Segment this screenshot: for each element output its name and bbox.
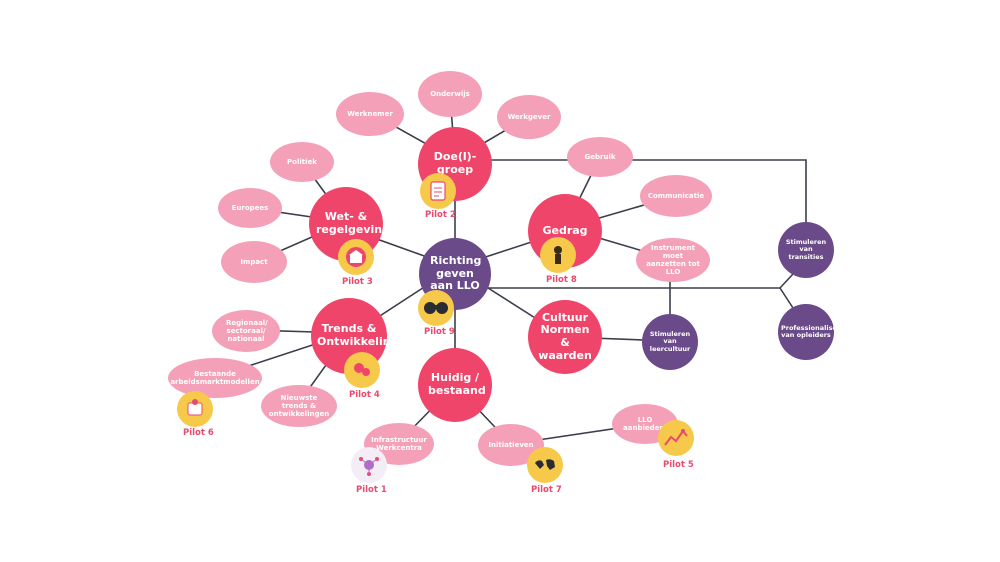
hub-trends-label: Trends & Ontwikkeling	[317, 322, 399, 348]
node-professionaliseren-label: Professionaliseren van opleiders	[781, 323, 850, 339]
leaf-europees-label: Europees	[231, 203, 269, 212]
hub-doelgroep-label: Doe(l)-groep	[433, 150, 477, 176]
hub-huidig: Huidig / bestaand	[418, 348, 492, 422]
leaf-onderwijs: Onderwijs	[418, 71, 482, 117]
node-transities-label: Stimuleren van transities	[785, 237, 827, 261]
pilot-3-label: Pilot 3	[342, 277, 373, 287]
leaf-nieuwste: Nieuwste trends & ontwikkelingen	[261, 385, 337, 427]
node-professionaliseren: Professionaliseren van opleiders	[778, 304, 850, 360]
hub-gedrag-label: Gedrag	[542, 223, 588, 237]
pilot-5-label: Pilot 5	[663, 460, 694, 470]
pilot-3-icon	[338, 239, 374, 275]
pilot-2-icon	[420, 173, 456, 209]
pilot-9-label: Pilot 9	[424, 327, 455, 337]
leaf-gebruik: Gebruik	[567, 137, 633, 177]
leaf-impact: Impact	[221, 241, 287, 283]
leaf-impact-label: Impact	[240, 257, 268, 266]
leaf-nieuwste-label: Nieuwste trends & ontwikkelingen	[268, 393, 330, 419]
pilot-6-label: Pilot 6	[183, 428, 214, 438]
leaf-onderwijs-label: Onderwijs	[430, 89, 470, 98]
node-transities: Stimuleren van transities	[778, 222, 834, 278]
pilot-8-label: Pilot 8	[546, 275, 577, 285]
leaf-initiatieven-label: Initiatieven	[488, 440, 534, 449]
pilot-1-label: Pilot 1	[356, 485, 387, 495]
leaf-werkgever-label: Werkgever	[507, 112, 551, 121]
leaf-politiek-label: Politiek	[287, 157, 317, 166]
pilot-2-label: Pilot 2	[425, 210, 456, 220]
pilot-7-icon	[527, 447, 563, 483]
leaf-bestaande-label: Bestaande arbeidsmarktmodellen	[170, 369, 260, 386]
line-doelgroep-transities	[455, 159, 807, 245]
leaf-werkgever: Werkgever	[497, 95, 561, 139]
pilot-5-icon	[658, 420, 694, 456]
hub-huidig-label: Huidig / bestaand	[428, 371, 486, 397]
pilot-4-label: Pilot 4	[349, 390, 380, 400]
leaf-communicatie: Communicatie	[640, 175, 712, 217]
hub-cultuur: Cultuur Normen & waarden	[528, 300, 602, 374]
pilot-8-icon	[540, 237, 576, 273]
pilot-1-icon	[351, 447, 387, 483]
leaf-instrument-label: Instrument moet aanzetten tot LLO	[646, 243, 700, 277]
leaf-werknemer-label: Werknemer	[347, 109, 393, 118]
leaf-europees: Europees	[218, 188, 282, 228]
leaf-bestaande: Bestaande arbeidsmarktmodellen	[168, 358, 262, 398]
leaf-infrastructuur: Infrastructuur Werkcentra	[364, 423, 434, 465]
hub-wet-label: Wet- & regelgeving	[316, 210, 390, 236]
node-leercultuur: Stimuleren van leercultuur	[642, 314, 698, 370]
leaf-werknemer: Werknemer	[336, 92, 404, 136]
leaf-communicatie-label: Communicatie	[647, 191, 705, 200]
pilot-9-binoculars-icon	[418, 290, 454, 326]
line-center-transities	[455, 259, 807, 289]
leaf-regionaal-label: Regionaal/ sectoraal/ nationaal	[226, 318, 268, 344]
leaf-instrument: Instrument moet aanzetten tot LLO	[636, 238, 710, 282]
leaf-llo-aanbieders-label: LLO aanbieders	[623, 415, 667, 432]
leaf-gebruik-label: Gebruik	[584, 152, 616, 161]
pilot-4-icon	[344, 352, 380, 388]
leaf-politiek: Politiek	[270, 142, 334, 182]
pilot-7-label: Pilot 7	[531, 485, 562, 495]
hub-cultuur-label: Cultuur Normen & waarden	[538, 310, 592, 362]
pilot-6-icon	[177, 391, 213, 427]
node-leercultuur-label: Stimuleren van leercultuur	[649, 329, 691, 353]
leaf-regionaal: Regionaal/ sectoraal/ nationaal	[212, 310, 280, 352]
center-label: Richting geven aan LLO	[430, 254, 482, 293]
leaf-infrastructuur-label: Infrastructuur Werkcentra	[371, 435, 427, 452]
